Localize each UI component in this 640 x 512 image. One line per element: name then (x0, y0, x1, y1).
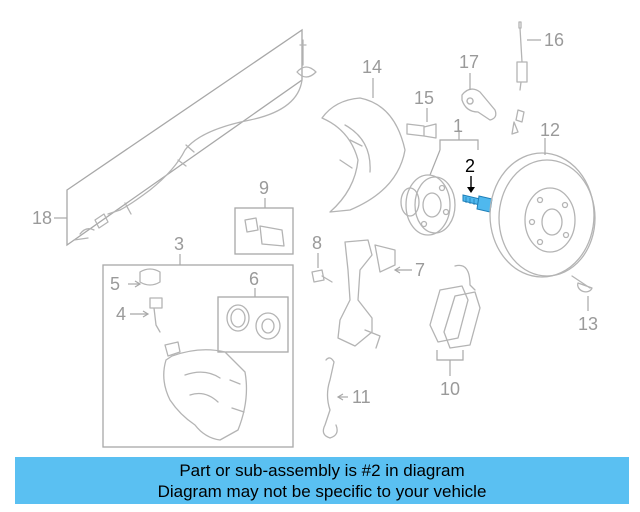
part-13-rotor-screw[interactable] (571, 275, 593, 293)
callout-17: 17 (459, 52, 479, 72)
callout-1-bracket (439, 139, 479, 150)
part-5-bleeder-cap[interactable] (139, 268, 161, 286)
callout-10: 10 (440, 379, 460, 399)
part-3-box (102, 264, 294, 448)
callout-11: 11 (352, 387, 371, 407)
callout-3: 3 (174, 234, 184, 254)
callout-5: 5 (110, 274, 120, 294)
part-1-wheel-hub[interactable] (400, 174, 456, 236)
part-4-bleeder-screw[interactable] (149, 297, 163, 333)
part-6-box (217, 296, 289, 353)
part-8-bolt[interactable] (311, 269, 333, 283)
part-9-guide-pins[interactable] (244, 217, 285, 247)
banner-line-2: Diagram may not be specific to your vehi… (157, 482, 487, 501)
callout-13: 13 (578, 314, 598, 334)
callout-7: 7 (415, 260, 425, 280)
part-18-sensor-wire[interactable] (66, 28, 317, 247)
part-16-sensor[interactable] (516, 21, 528, 91)
callout-9: 9 (259, 178, 269, 198)
part-11-spring-clip[interactable] (322, 357, 338, 439)
callout-14: 14 (362, 57, 382, 77)
part-15-bolt[interactable] (406, 123, 437, 139)
part-9-box (234, 207, 294, 255)
part-17-bracket[interactable] (461, 88, 525, 135)
callout-8: 8 (312, 233, 322, 253)
part-3-caliper[interactable] (163, 341, 248, 441)
callout-12: 12 (540, 120, 560, 140)
callout-16: 16 (544, 30, 564, 50)
part-7-caliper-bracket[interactable] (337, 239, 396, 349)
callout-15: 15 (414, 88, 434, 108)
part-14-splash-shield[interactable] (321, 97, 406, 213)
callout-4: 4 (116, 304, 126, 324)
part-2-hub-bolt[interactable] (462, 194, 493, 213)
part-6-seal-kit[interactable] (226, 304, 281, 340)
banner-line-1: Part or sub-assembly is #2 in diagram (179, 461, 465, 480)
info-banner: Part or sub-assembly is #2 in diagram Di… (15, 457, 629, 504)
callout-10-bracket (436, 350, 464, 361)
part-12-brake-rotor[interactable] (489, 152, 596, 278)
callout-6: 6 (249, 269, 259, 289)
part-10-brake-pads[interactable] (429, 264, 481, 349)
callout-2: 2 (465, 156, 475, 176)
callout-1: 1 (453, 116, 463, 136)
callout-18: 18 (32, 208, 52, 228)
